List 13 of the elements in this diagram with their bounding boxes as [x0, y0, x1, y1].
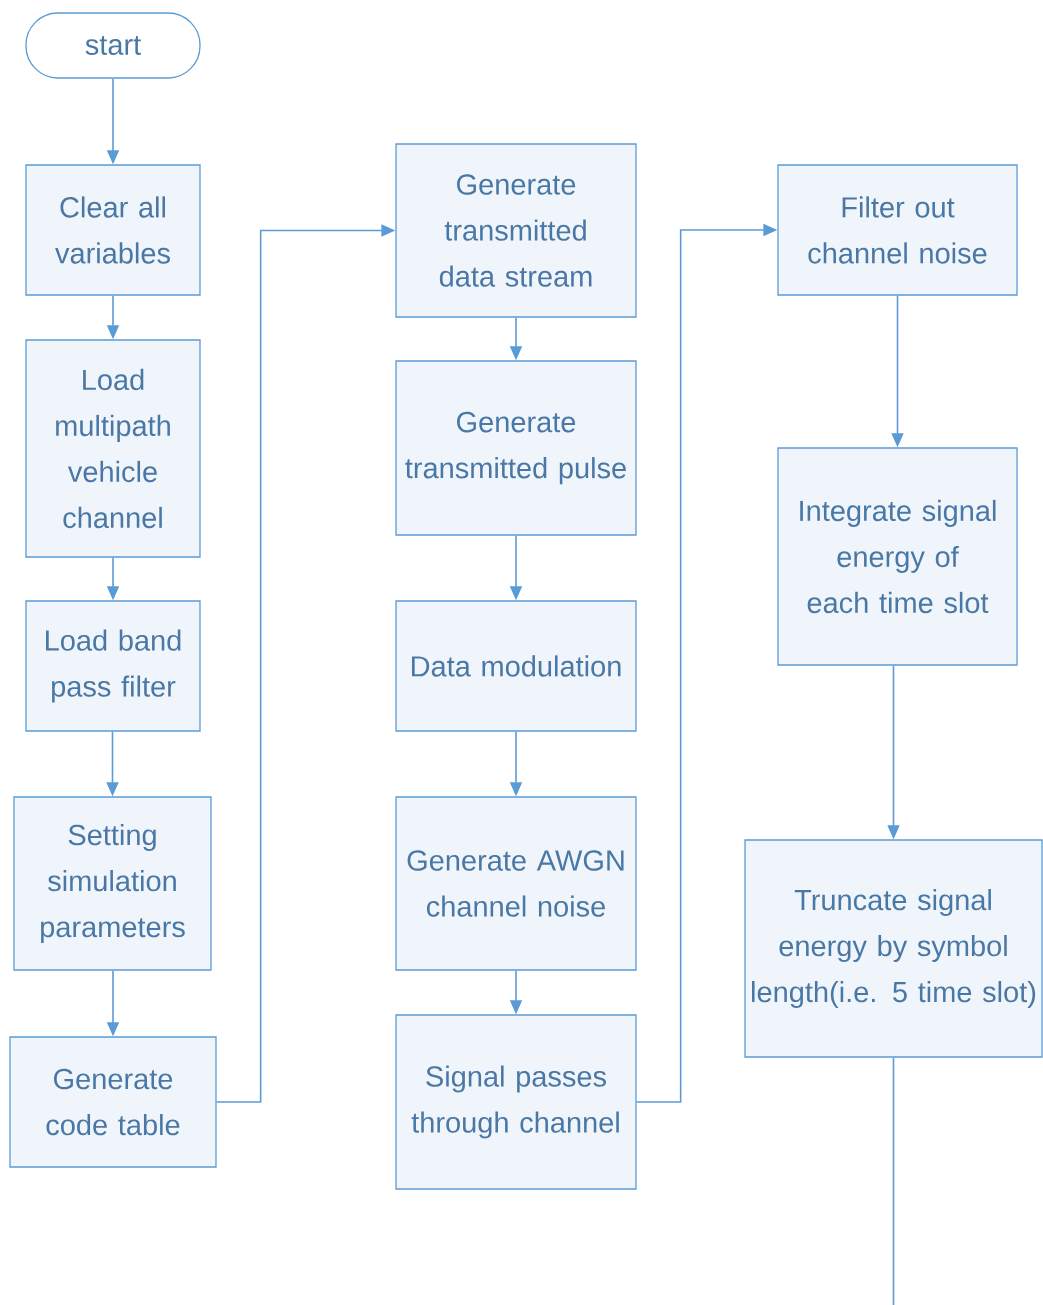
process-box: Generate AWGN channel noise [395, 796, 637, 971]
process-box: Generate transmitted data stream [395, 143, 637, 318]
process-box: Data modulation [395, 600, 637, 732]
process-box: Integrate signal energy of each time slot [777, 447, 1018, 666]
process-box: Filter out channel noise [777, 164, 1018, 296]
process-box: Clear all variables [25, 164, 201, 296]
process-box: Load band pass filter [25, 600, 201, 732]
process-box: Generate code table [9, 1036, 217, 1168]
process-box: Truncate signal energy by symbol length(i.e. 5 time slot) [744, 839, 1043, 1058]
process-box: Setting simulation parameters [13, 796, 212, 971]
process-box: Signal passes through channel [395, 1014, 637, 1190]
process-box: Load multipath vehicle channel [25, 339, 201, 558]
process-box: Generate transmitted pulse [395, 360, 637, 536]
